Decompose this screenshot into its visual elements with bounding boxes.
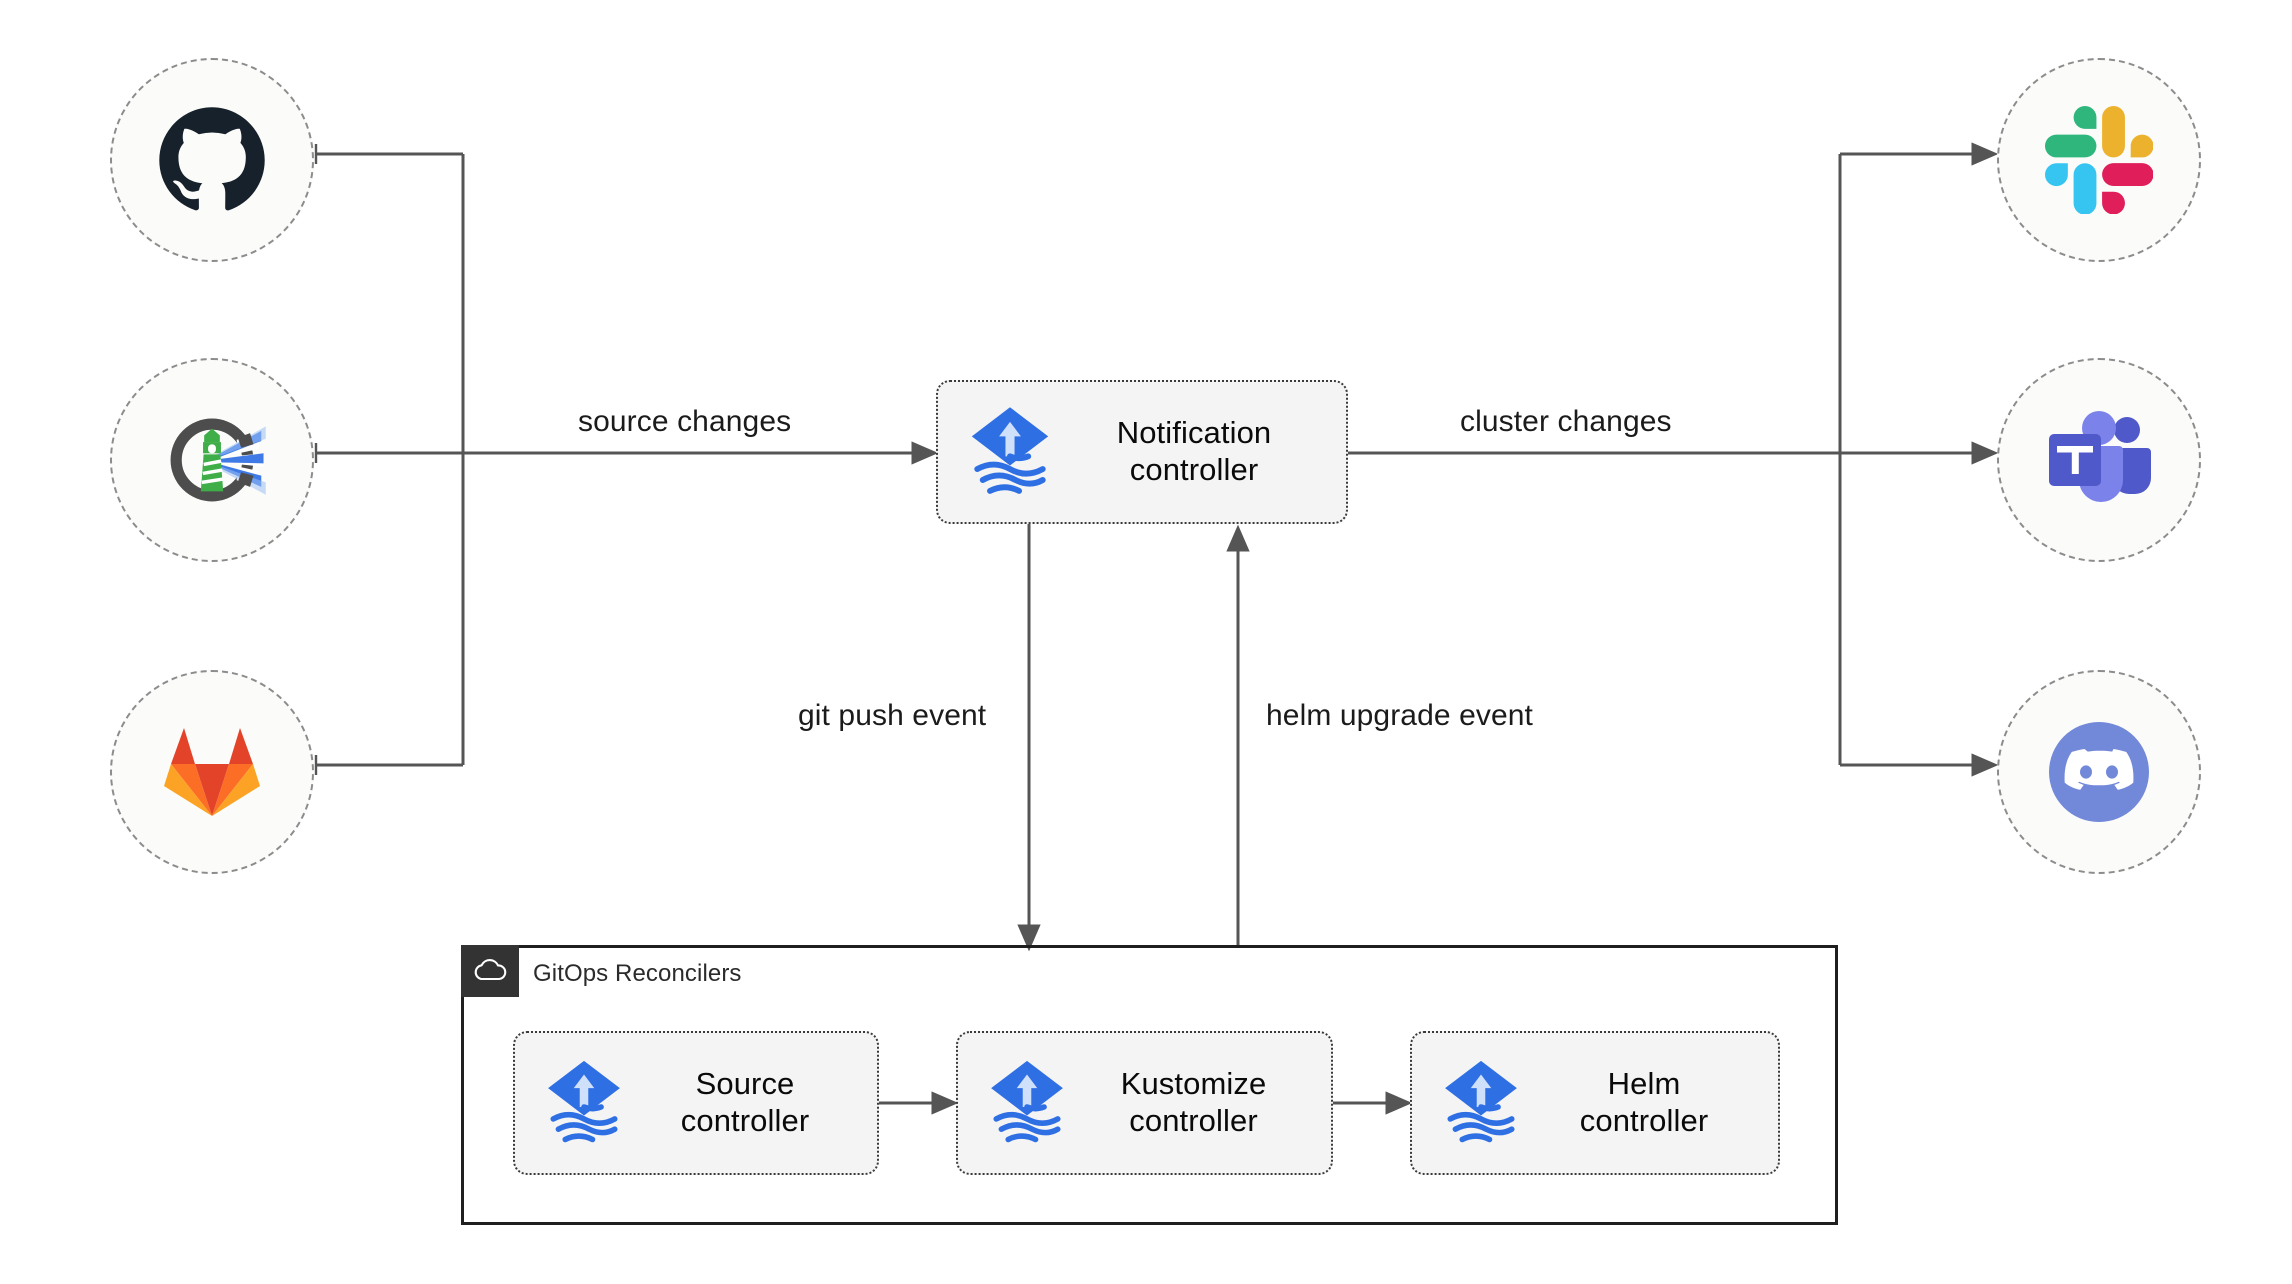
- source-controller-label: Source controller: [627, 1066, 877, 1139]
- flux-icon: [541, 1054, 627, 1153]
- cloud-icon: [474, 959, 507, 981]
- helm-controller-line2: controller: [1579, 1103, 1709, 1138]
- cloud-badge: [461, 945, 519, 997]
- gitops-reconcilers-group: [461, 945, 1838, 1225]
- flux-icon: [964, 400, 1056, 505]
- source-controller-line2: controller: [680, 1103, 810, 1138]
- source-node-bitbucket[interactable]: [110, 358, 314, 562]
- helm-controller-label: Helm controller: [1524, 1066, 1778, 1139]
- source-controller-box[interactable]: Source controller: [513, 1031, 879, 1175]
- github-icon: [159, 107, 265, 211]
- notification-controller-label: Notification controller: [1056, 415, 1346, 488]
- gitops-reconcilers-title: GitOps Reconcilers: [533, 960, 742, 987]
- msteams-icon: [2049, 411, 2151, 502]
- helm-controller-box[interactable]: Helm controller: [1410, 1031, 1780, 1175]
- kustomize-controller-line1: Kustomize: [1120, 1066, 1267, 1102]
- destination-node-teams[interactable]: [1997, 358, 2201, 562]
- kustomize-controller-line2: controller: [1129, 1103, 1258, 1138]
- edge-label-source-changes: source changes: [578, 405, 792, 438]
- destination-node-discord[interactable]: [1997, 670, 2201, 874]
- discord-icon: [2049, 722, 2149, 822]
- lighthouse-icon: [170, 418, 266, 502]
- source-node-gitlab[interactable]: [110, 670, 314, 874]
- notification-controller-line1: Notification: [1116, 415, 1272, 451]
- slack-icon: [2045, 106, 2153, 214]
- gitlab-icon: [164, 728, 260, 816]
- destination-node-slack[interactable]: [1997, 58, 2201, 262]
- notification-controller-box[interactable]: Notification controller: [936, 380, 1348, 524]
- edge-label-helm-upgrade-event: helm upgrade event: [1266, 699, 1533, 732]
- kustomize-controller-box[interactable]: Kustomize controller: [956, 1031, 1333, 1175]
- edge-label-git-push-event: git push event: [798, 699, 987, 732]
- edge-label-cluster-changes: cluster changes: [1460, 405, 1672, 438]
- source-controller-line1: Source: [695, 1066, 795, 1102]
- kustomize-controller-label: Kustomize controller: [1070, 1066, 1331, 1139]
- flux-icon: [984, 1054, 1070, 1153]
- notification-controller-line2: controller: [1129, 452, 1259, 487]
- source-node-github[interactable]: [110, 58, 314, 262]
- flux-icon: [1438, 1054, 1524, 1153]
- helm-controller-line1: Helm: [1607, 1066, 1681, 1102]
